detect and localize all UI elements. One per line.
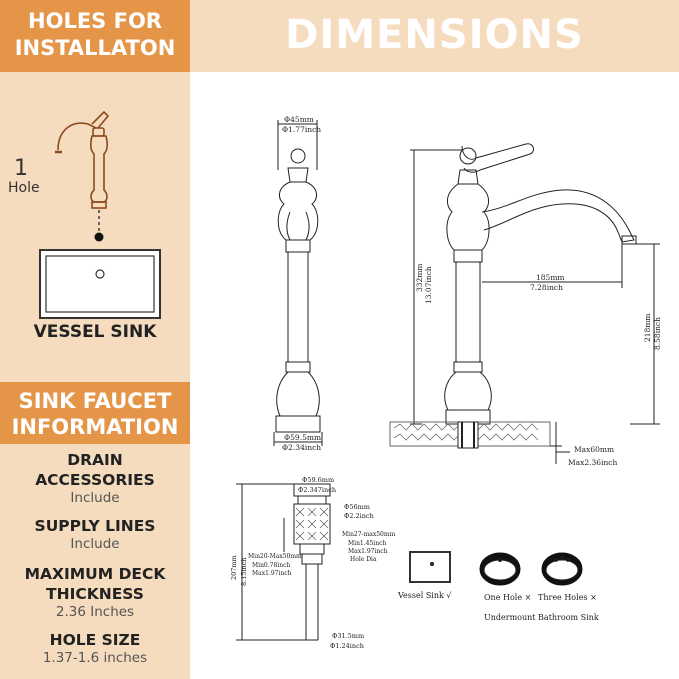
side-spout-in: 8.58inch bbox=[653, 317, 662, 350]
side-reach-mm: 185mm bbox=[536, 273, 565, 282]
drain-mid-in: Φ2.2inch bbox=[344, 512, 374, 520]
spec-title: HOLE SIZE bbox=[49, 631, 141, 649]
side-reach-in: 7.28inch bbox=[530, 283, 563, 292]
left-panel: HOLES FOR INSTALLATON 1 Hole VESSEL SINK… bbox=[0, 0, 190, 679]
spec-hole-size: HOLE SIZE 1.37-1.6 inches bbox=[0, 630, 190, 667]
drain-hole-dia: Hole Dia bbox=[350, 556, 377, 563]
vessel-sink-text: Vessel Sink √ bbox=[397, 591, 452, 600]
dimension-drawing: Φ45mm Φ1.77inch Φ59.5mm Φ2.34inch 332mm … bbox=[230, 115, 662, 650]
undermount-sink-icon bbox=[541, 552, 583, 586]
side-height-mm: 332mm bbox=[415, 263, 424, 292]
info-banner: SINK FAUCET INFORMATION bbox=[0, 382, 190, 444]
front-base-in: Φ2.34inch bbox=[282, 443, 321, 452]
undermount-text: Undermount Bathroom Sink bbox=[484, 613, 599, 622]
drain-thick-max: Max1.97inch bbox=[252, 570, 292, 577]
front-view-faucet bbox=[273, 120, 323, 446]
info-banner-line1: SINK FAUCET bbox=[18, 389, 172, 413]
vessel-sink-icon bbox=[409, 551, 451, 583]
front-top-in: Φ1.77inch bbox=[282, 125, 321, 134]
spec-supply-lines: SUPPLY LINES Include bbox=[0, 516, 190, 553]
faucet-icon bbox=[39, 110, 161, 319]
spec-value: 2.36 Inches bbox=[55, 604, 135, 620]
spec-title: MAXIMUM DECK bbox=[24, 565, 166, 583]
spec-deck-thickness: MAXIMUM DECK THICKNESS 2.36 Inches bbox=[0, 564, 190, 621]
front-top-mm: Φ45mm bbox=[284, 115, 314, 124]
spec-value: Include bbox=[70, 536, 120, 552]
spec-title: ACCESSORIES bbox=[35, 471, 155, 489]
spec-value: Include bbox=[70, 490, 120, 506]
drain-top-mm: Φ59.6mm bbox=[302, 476, 334, 484]
drain-height-mm: 207mm bbox=[230, 555, 238, 580]
side-deck-mm: Max60mm bbox=[574, 445, 614, 454]
drain-hole-min: Min1.45inch bbox=[348, 540, 386, 547]
holes-banner-line2: INSTALLATON bbox=[14, 36, 176, 60]
side-spout-mm: 218mm bbox=[643, 313, 652, 342]
drain-thick-min: Min0.78inch bbox=[252, 562, 290, 569]
side-deck-in: Max2.36inch bbox=[568, 458, 618, 467]
spec-title: THICKNESS bbox=[46, 585, 144, 603]
spec-title: DRAIN bbox=[67, 451, 123, 469]
undermount-sink-icon bbox=[479, 552, 521, 586]
info-banner-line2: INFORMATION bbox=[11, 415, 179, 439]
side-height-in: 13.07inch bbox=[424, 266, 433, 304]
drain-top-in: Φ2.347inch bbox=[298, 486, 336, 494]
holes-banner-line1: HOLES FOR bbox=[28, 9, 162, 33]
one-hole-text: One Hole × bbox=[484, 593, 531, 602]
page-title: DIMENSIONS bbox=[285, 12, 584, 58]
spec-value: 1.37-1.6 inches bbox=[42, 650, 148, 666]
front-base-mm: Φ59.5mm bbox=[284, 433, 321, 442]
three-holes-text: Three Holes × bbox=[538, 593, 597, 602]
hole-count: 1 bbox=[14, 156, 28, 181]
drain-hole-range: Min27-max50mm bbox=[342, 531, 396, 538]
drain-thick-range: Min20-Max50mm bbox=[248, 553, 302, 560]
hole-word: Hole bbox=[8, 180, 40, 196]
spec-drain: DRAIN ACCESSORIES Include bbox=[0, 450, 190, 507]
dimensions-header: DIMENSIONS bbox=[190, 0, 679, 72]
drain-hole-max: Max1.97inch bbox=[348, 548, 388, 555]
drain-mid-mm: Φ56mm bbox=[344, 503, 370, 511]
side-view-faucet bbox=[389, 143, 660, 464]
vessel-sink-label: VESSEL SINK bbox=[33, 322, 157, 342]
drain-bottom-mm: Φ31.5mm bbox=[332, 632, 364, 640]
drain-bottom-in: Φ1.24inch bbox=[330, 642, 364, 650]
drain-height-in: 8.15inch bbox=[240, 557, 248, 586]
holes-banner: HOLES FOR INSTALLATON bbox=[0, 0, 190, 72]
spec-title: SUPPLY LINES bbox=[34, 517, 156, 535]
drain-drawing bbox=[236, 483, 331, 641]
